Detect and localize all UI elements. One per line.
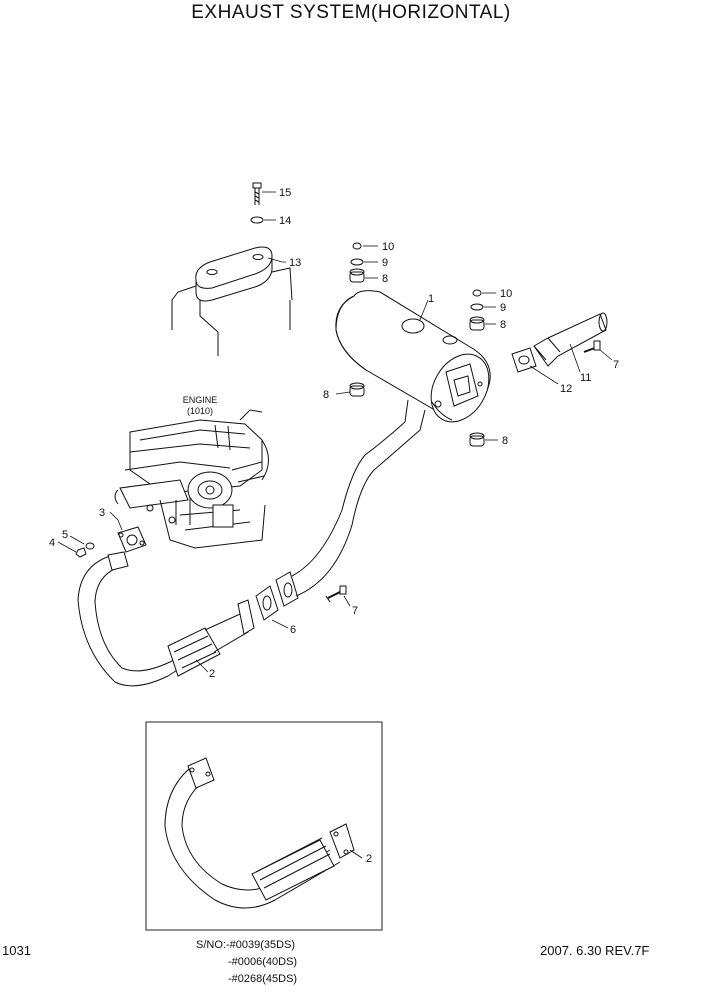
nut-10-left <box>352 242 362 250</box>
tail-pipe-11 <box>533 312 608 367</box>
washer-9-right <box>470 303 484 311</box>
callout-8-top-right: 8 <box>500 319 506 331</box>
callout-9-right: 9 <box>500 302 506 314</box>
callout-7-lower: 7 <box>352 605 358 617</box>
serial-note-3: -#0268(45DS) <box>228 973 298 985</box>
rubber-mount-8-top-left <box>349 268 365 283</box>
callout-labels: 15 14 13 10 9 8 8 1 10 9 8 8 7 11 12 3 5… <box>49 187 619 865</box>
variant-inset-frame <box>145 721 383 931</box>
callout-1: 1 <box>428 293 434 305</box>
callout-12: 12 <box>560 383 572 395</box>
variant-front-pipe-2 <box>164 757 363 909</box>
callout-2-inset: 2 <box>366 853 372 865</box>
serial-note-2: -#0006(40DS) <box>228 956 298 968</box>
washer-14 <box>250 216 264 224</box>
callout-4: 4 <box>49 537 55 549</box>
cover-13 <box>195 246 273 302</box>
gasket-12 <box>511 347 537 373</box>
callout-8-bottom-left: 8 <box>323 389 329 401</box>
bolt-15 <box>252 182 262 205</box>
washer-9-left <box>350 258 364 266</box>
callout-8-bottom-right: 8 <box>502 435 508 447</box>
page-number: 1031 <box>2 943 31 958</box>
engine-label: ENGINE <box>183 395 218 405</box>
callout-5: 5 <box>62 529 68 541</box>
gasket-3 <box>117 526 147 553</box>
callout-10-right: 10 <box>500 288 512 300</box>
callout-7-upper: 7 <box>613 359 619 371</box>
engine-illustration <box>114 409 269 549</box>
page-title: EXHAUST SYSTEM(HORIZONTAL) <box>191 2 511 23</box>
rear-pipe-flange <box>275 571 299 607</box>
callout-14: 14 <box>279 215 291 227</box>
revision-date: 2007. 6.30 REV.7F <box>540 943 650 958</box>
rubber-mount-8-bottom-right <box>469 432 485 447</box>
rear-pipe-flange-hole <box>283 582 293 598</box>
callout-6: 6 <box>290 624 296 636</box>
serial-note-1: S/NO:-#0039(35DS) <box>196 939 296 951</box>
exhaust-pipe-rear <box>291 399 426 597</box>
callout-11: 11 <box>580 372 591 384</box>
engine-housing-outline <box>171 267 293 356</box>
clamp-bolt-7-upper <box>583 340 601 353</box>
leader-lines <box>57 191 613 673</box>
callout-8-top-left: 8 <box>382 273 388 285</box>
callout-2: 2 <box>209 668 215 680</box>
gasket-6 <box>255 585 279 621</box>
nut-10-right <box>472 289 482 297</box>
callout-3: 3 <box>99 507 105 519</box>
engine-reference: (1010) <box>187 406 213 416</box>
front-pipe-2 <box>77 551 255 687</box>
washer-5 <box>85 542 95 550</box>
rubber-mount-8-bottom-left <box>349 382 365 397</box>
rubber-mount-8-top-right <box>469 316 485 331</box>
muffler-1 <box>335 290 491 423</box>
callout-9-left: 9 <box>382 257 388 269</box>
callout-15: 15 <box>279 187 291 199</box>
callout-10-left: 10 <box>382 241 394 253</box>
callout-13: 13 <box>289 257 301 269</box>
clamp-bolt-7-lower <box>325 585 347 603</box>
nut-4 <box>75 547 87 558</box>
